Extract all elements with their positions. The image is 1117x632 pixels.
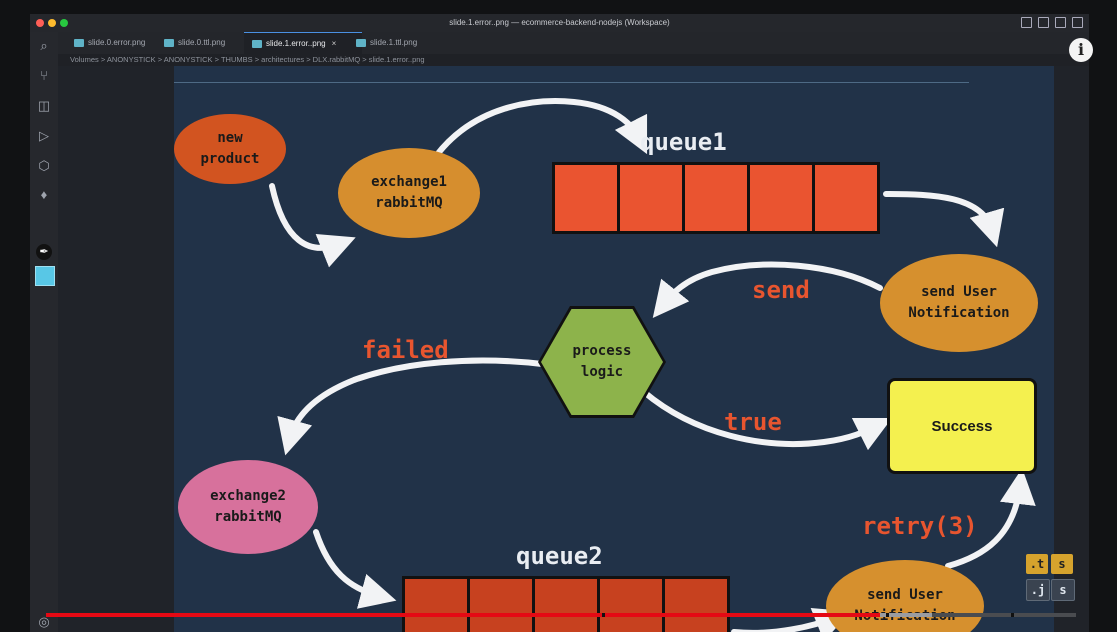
divider bbox=[174, 82, 969, 83]
video-progress-bar[interactable] bbox=[46, 613, 1076, 617]
tab-slide-1-ttl[interactable]: slide.1.ttl.png bbox=[348, 32, 452, 54]
search-icon[interactable]: ⌕ bbox=[40, 38, 48, 53]
editor-tabs: slide.0.error.png slide.0.ttl.png slide.… bbox=[58, 32, 1089, 55]
queue-slot bbox=[600, 579, 662, 632]
account-icon[interactable]: ◎ bbox=[38, 614, 50, 629]
chapter-marker bbox=[886, 613, 889, 617]
mongo-leaf-icon[interactable]: ♦ bbox=[40, 187, 48, 202]
arrow-exchange2-to-queue2 bbox=[313, 529, 397, 609]
image-file-icon bbox=[356, 39, 366, 47]
js-file-badge-suffix: s bbox=[1051, 579, 1075, 601]
arrow-queue1-to-notification bbox=[883, 191, 1005, 248]
js-file-badge: .j bbox=[1026, 579, 1050, 601]
extensions-icon[interactable]: ◫ bbox=[37, 98, 51, 113]
maximize-window-button[interactable] bbox=[60, 19, 68, 27]
flow-arrows bbox=[269, 98, 1036, 632]
toggle-secondary-sidebar-icon[interactable] bbox=[1055, 17, 1066, 28]
docker-icon[interactable]: ⬡ bbox=[38, 158, 50, 173]
arrow-failed-to-exchange2 bbox=[277, 357, 545, 456]
queue-slot bbox=[405, 579, 467, 632]
info-button[interactable]: i bbox=[1069, 38, 1093, 62]
toggle-sidebar-icon[interactable] bbox=[1021, 17, 1032, 28]
chapter-marker bbox=[1011, 613, 1014, 617]
queue-slot bbox=[620, 165, 682, 231]
queue-slot bbox=[665, 579, 727, 632]
toggle-panel-icon[interactable] bbox=[1038, 17, 1049, 28]
video-played-bar bbox=[46, 613, 881, 617]
close-window-button[interactable] bbox=[36, 19, 44, 27]
activity-bar: ⌕ ⑂ ◫ ▷ ⬡ ♦ ✒ ◎ bbox=[30, 32, 58, 632]
queue2-label: queue2 bbox=[516, 542, 603, 570]
image-file-icon bbox=[252, 40, 262, 48]
box-icon[interactable] bbox=[35, 266, 55, 286]
queue2 bbox=[402, 576, 730, 632]
ts-file-badge-suffix: s bbox=[1051, 554, 1073, 574]
true-label: true bbox=[724, 408, 782, 436]
layout-controls bbox=[1021, 17, 1083, 28]
send-label: send bbox=[752, 276, 810, 304]
image-file-icon bbox=[74, 39, 84, 47]
chapter-marker bbox=[602, 613, 605, 617]
success-node: Success bbox=[887, 378, 1037, 474]
vscode-window: slide.1.error..png — ecommerce-backend-n… bbox=[30, 14, 1089, 632]
queue1-label: queue1 bbox=[640, 128, 727, 156]
queue-slot bbox=[555, 165, 617, 231]
breadcrumb[interactable]: Volumes > ANONYSTICK > ANONYSTICK > THUM… bbox=[70, 55, 425, 64]
queue-slot bbox=[750, 165, 812, 231]
arrow-new-product-to-exchange1 bbox=[269, 183, 356, 268]
customize-layout-icon[interactable] bbox=[1072, 17, 1083, 28]
arrow-send-to-process bbox=[652, 261, 883, 319]
window-title: slide.1.error..png — ecommerce-backend-n… bbox=[449, 18, 670, 27]
source-control-icon[interactable]: ⑂ bbox=[40, 68, 48, 83]
queue-slot bbox=[470, 579, 532, 632]
queue-slot bbox=[815, 165, 877, 231]
tab-slide-0-ttl[interactable]: slide.0.ttl.png bbox=[156, 32, 260, 54]
arrow-exchange1-to-queue1 bbox=[433, 98, 648, 159]
queue-slot bbox=[685, 165, 747, 231]
arrow-true-to-success bbox=[641, 389, 893, 451]
pen-icon[interactable]: ✒ bbox=[36, 244, 52, 260]
close-tab-icon[interactable]: × bbox=[331, 39, 337, 48]
failed-label: failed bbox=[362, 336, 449, 364]
ts-file-badge: .t bbox=[1026, 554, 1048, 574]
minimize-window-button[interactable] bbox=[48, 19, 56, 27]
queue1 bbox=[552, 162, 880, 234]
queue-slot bbox=[535, 579, 597, 632]
image-file-icon bbox=[164, 39, 174, 47]
tab-slide-1-error[interactable]: slide.1.error..png× bbox=[244, 32, 362, 55]
arrow-retry-to-success bbox=[945, 468, 1036, 569]
retry-label: retry(3) bbox=[862, 512, 978, 540]
run-debug-icon[interactable]: ▷ bbox=[39, 128, 49, 143]
tab-slide-0-error[interactable]: slide.0.error.png bbox=[66, 32, 170, 54]
arrow-queue2-to-notification2 bbox=[731, 607, 851, 632]
title-bar: slide.1.error..png — ecommerce-backend-n… bbox=[30, 14, 1089, 32]
